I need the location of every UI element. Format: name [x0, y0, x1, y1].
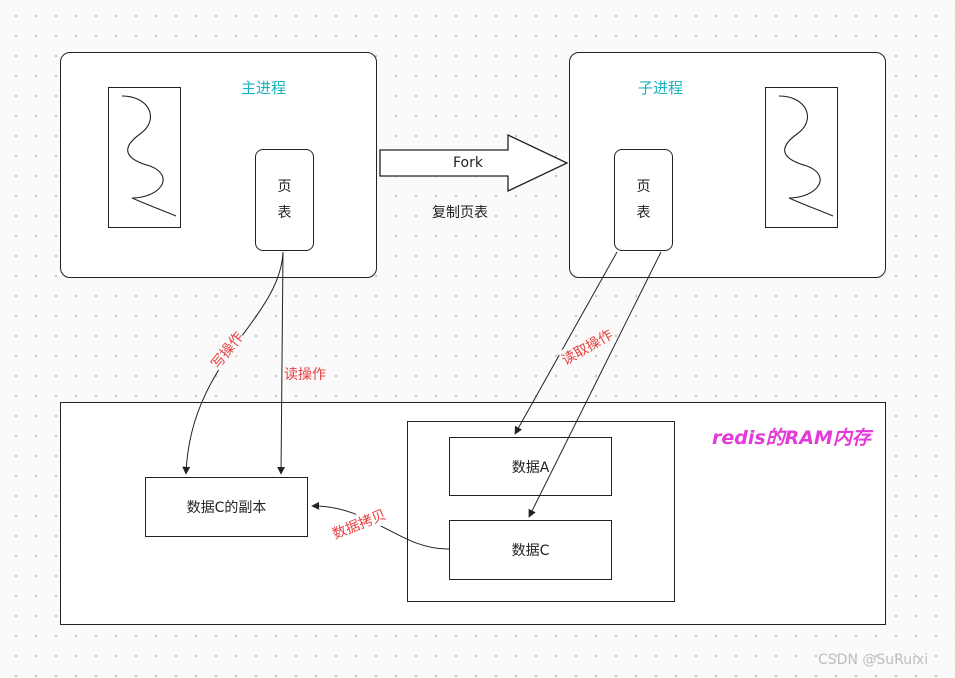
data-c-box: 数据C [449, 520, 612, 580]
data-a-label: 数据A [511, 459, 550, 476]
read-op-label: 读操作 [284, 364, 326, 384]
data-c-copy-box: 数据C的副本 [145, 477, 308, 537]
child-process-title: 子进程 [638, 79, 684, 97]
main-process-wave-box [108, 87, 181, 228]
ram-memory-title: redis的RAM内存 [712, 427, 871, 449]
main-page-table-char-2: 表 [277, 205, 292, 221]
child-page-table-char-2: 表 [636, 205, 651, 221]
main-process-title: 主进程 [241, 79, 287, 97]
child-process-wave-box [765, 87, 838, 228]
data-c-label: 数据C [511, 543, 550, 559]
main-page-table-char-1: 页 [277, 179, 292, 195]
fork-caption: 复制页表 [432, 205, 488, 221]
child-read-op-label: 读取操作 [557, 324, 617, 370]
child-page-table: 页 表 [614, 149, 673, 251]
write-op-label: 写操作 [206, 327, 248, 373]
data-a-box: 数据A [449, 437, 612, 496]
watermark: CSDN @SuRuixi [818, 652, 929, 668]
fork-label: Fork [453, 155, 483, 171]
main-page-table: 页 表 [255, 149, 314, 251]
child-page-table-char-1: 页 [636, 179, 651, 195]
data-c-copy-label: 数据C的副本 [186, 500, 267, 516]
